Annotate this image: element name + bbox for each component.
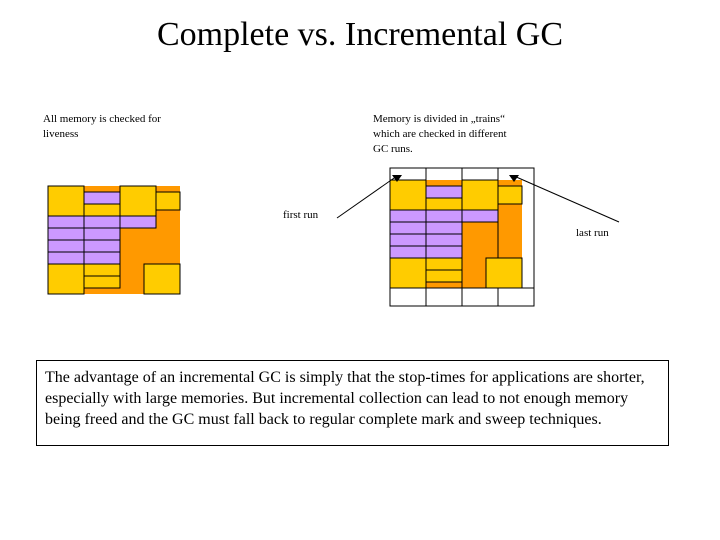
marked-object (389, 221, 427, 235)
heap-object (83, 203, 121, 217)
marked-object (425, 209, 463, 223)
marked-object (83, 215, 121, 229)
marked-object (425, 185, 463, 199)
marked-object (425, 233, 463, 247)
marked-object (461, 209, 499, 223)
marked-object (389, 209, 427, 223)
last-run-label: last run (576, 227, 609, 239)
heap-object (425, 197, 463, 211)
first-run-label: first run (283, 209, 319, 221)
marked-object (119, 215, 157, 229)
marked-object (389, 245, 427, 259)
heap-object (83, 275, 121, 289)
first-run-arrowhead-icon (392, 175, 402, 182)
last-run-pointer (509, 175, 620, 223)
first-run-pointer (336, 175, 402, 219)
marked-object (47, 239, 85, 253)
complete-heap (47, 185, 181, 295)
incremental-heap (389, 167, 535, 307)
marked-object (47, 227, 85, 241)
complete-gc-caption: All memory is checked for liveness (43, 113, 161, 140)
marked-object (83, 191, 121, 205)
heap-object (389, 179, 427, 211)
heap-object (389, 257, 427, 289)
marked-object (425, 221, 463, 235)
marked-object (47, 251, 85, 265)
heap-object (143, 263, 181, 295)
marked-object (83, 227, 121, 241)
train-column (497, 167, 535, 307)
heap-object (485, 257, 523, 289)
incremental-gc-caption: Memory is divided in „trains“ which are … (373, 113, 507, 155)
heap-object (425, 257, 463, 271)
heap-object (119, 185, 157, 217)
heap-object (47, 185, 85, 217)
heap-object (425, 269, 463, 283)
slide-title: Complete vs. Incremental GC (156, 16, 563, 53)
marked-object (389, 233, 427, 247)
marked-object (425, 245, 463, 259)
heap-object (47, 263, 85, 295)
marked-object (83, 251, 121, 265)
heap-object (155, 191, 181, 211)
marked-object (47, 215, 85, 229)
last-run-arrowhead-icon (509, 175, 519, 182)
advantage-note: The advantage of an incremental GC is si… (36, 360, 669, 446)
heap-object (83, 263, 121, 277)
heap-object (497, 185, 523, 205)
marked-object (83, 239, 121, 253)
heap-object (461, 179, 499, 211)
